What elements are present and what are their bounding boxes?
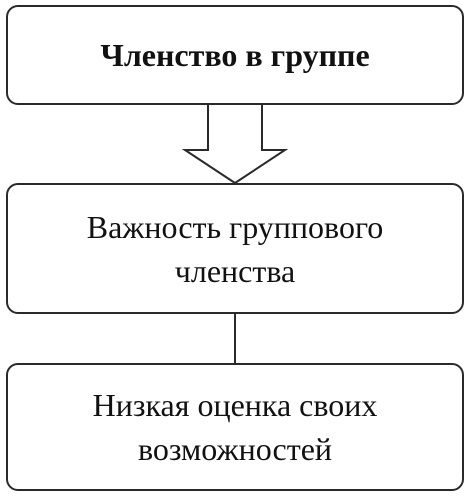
low-self-assessment-text: Низкая оценка своих возможностей <box>73 383 398 471</box>
importance-line-2: членства <box>174 252 296 289</box>
importance-line-1: Важность группового <box>86 208 384 245</box>
importance-box: Важность группового членства <box>6 183 464 314</box>
importance-text: Важность группового членства <box>67 205 404 293</box>
low-self-assessment-line-1: Низкая оценка своих <box>92 387 378 423</box>
membership-label: Членство в группе <box>100 36 370 73</box>
low-self-assessment-box: Низкая оценка своих возможностей <box>6 363 464 491</box>
low-self-assessment-line-2: возможностей <box>137 431 333 467</box>
down-arrow <box>181 105 289 185</box>
membership-box: Членство в группе <box>6 5 464 105</box>
